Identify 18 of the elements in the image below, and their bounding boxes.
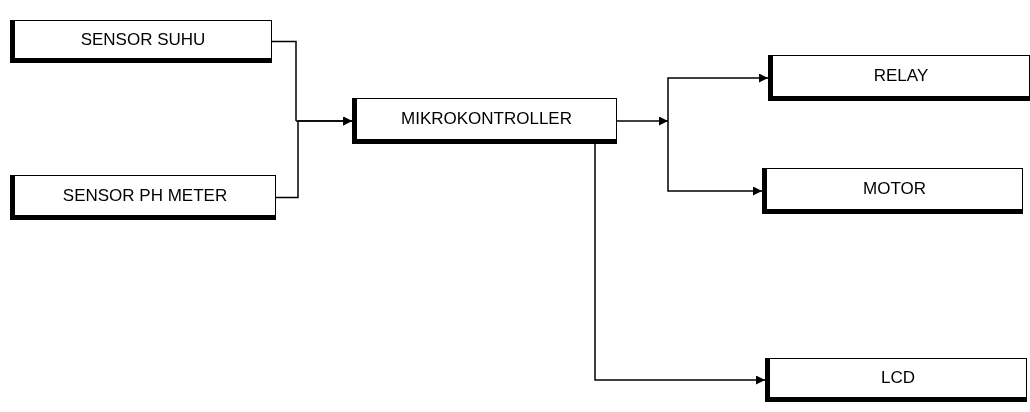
block-box	[352, 98, 617, 144]
block-box	[768, 55, 1030, 101]
block-box	[10, 175, 276, 220]
block-label: MIKROKONTROLLER	[401, 109, 572, 129]
arrow	[667, 73, 769, 122]
block-label: SENSOR SUHU	[80, 29, 206, 50]
block-box	[765, 358, 1027, 402]
connector-line	[275, 120, 299, 199]
block-box	[10, 20, 272, 63]
arrow	[667, 120, 763, 196]
arrow	[594, 143, 766, 385]
block-label: LCD	[881, 368, 915, 388]
block-label: SENSOR PH METER	[62, 185, 228, 206]
connector-line	[271, 40, 297, 122]
block-label: MOTOR	[863, 179, 926, 199]
block-label: RELAY	[873, 66, 929, 86]
arrow	[616, 116, 669, 126]
block-box	[762, 168, 1023, 214]
